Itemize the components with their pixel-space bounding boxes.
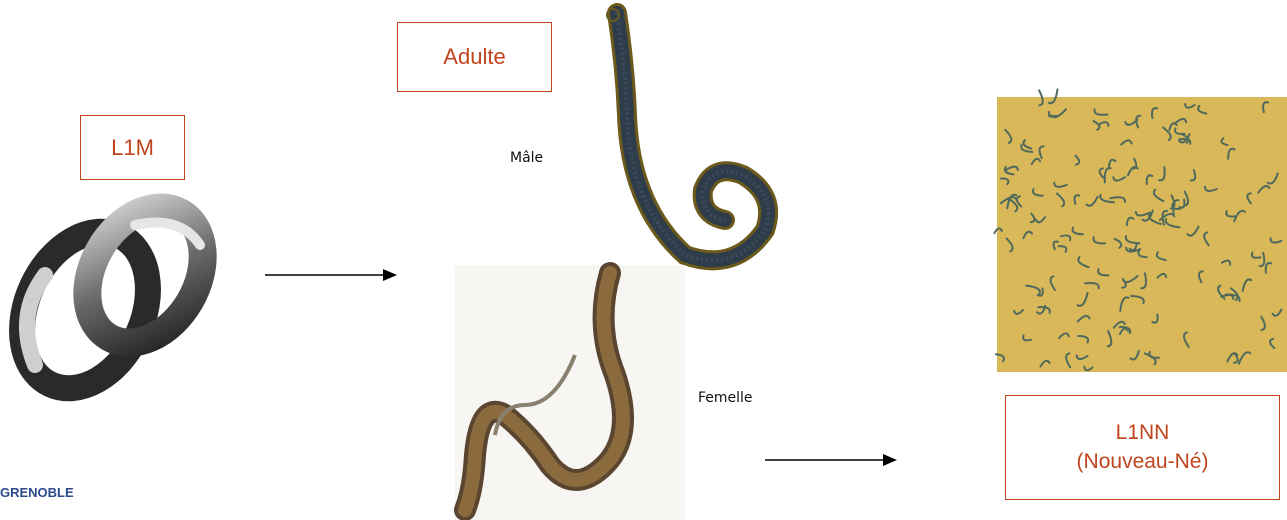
l1m-label: L1M xyxy=(111,135,154,161)
arrow-l1m-to-adult xyxy=(265,266,400,284)
adult-label: Adulte xyxy=(443,44,505,70)
male-worm-image xyxy=(595,5,785,270)
female-label: Femelle xyxy=(698,390,753,406)
l1nn-label: L1NN xyxy=(1116,419,1170,447)
newborn-larvae-micrograph xyxy=(997,97,1287,372)
male-label: Mâle xyxy=(510,150,543,166)
female-worm-image xyxy=(455,265,685,520)
l1m-larva-image xyxy=(5,195,230,415)
l1nn-sublabel: (Nouveau-Né) xyxy=(1077,448,1209,476)
footer-logo-text: GRENOBLE xyxy=(0,485,74,500)
l1nn-stage-box: L1NN (Nouveau-Né) xyxy=(1005,395,1280,500)
l1m-stage-box: L1M xyxy=(80,115,185,180)
arrow-adult-to-l1nn xyxy=(765,451,900,469)
adult-stage-box: Adulte xyxy=(397,22,552,92)
